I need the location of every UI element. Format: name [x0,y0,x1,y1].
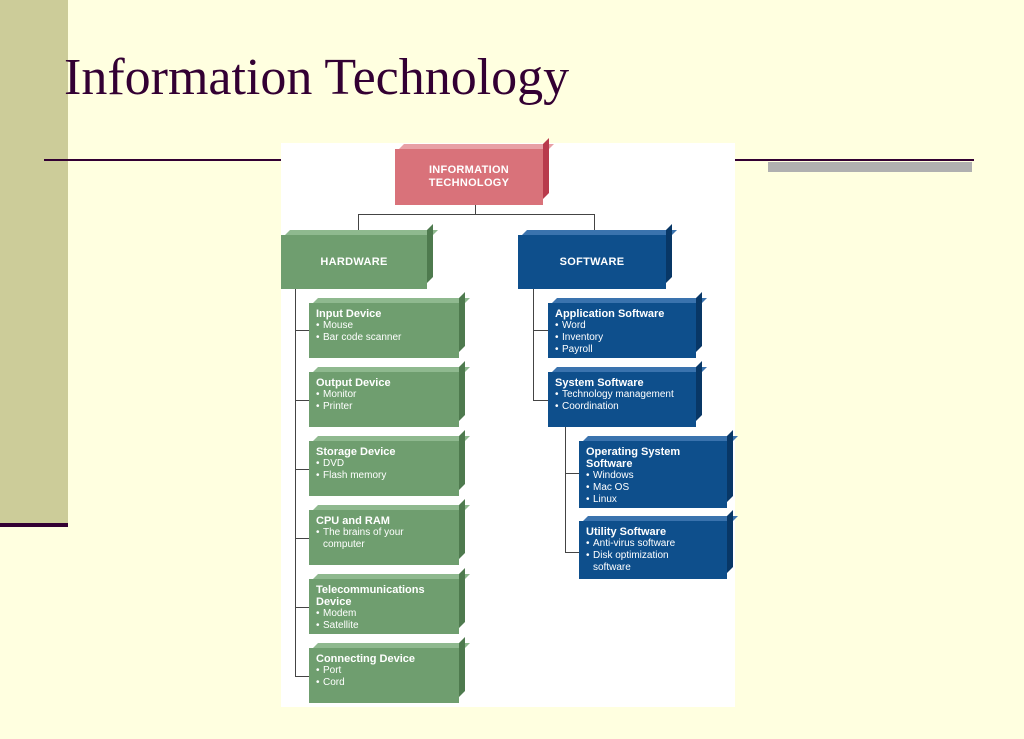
software-item-application-software: Application Software Word Inventory Payr… [548,303,696,358]
hardware-item-bullet: Modem [316,608,452,620]
software-node: SOFTWARE [518,235,666,289]
software-item-title: System Software [555,377,644,389]
hardware-item-bullet: Printer [316,401,452,413]
connector-hw-item-4 [295,538,309,539]
hardware-item-bullet: DVD [316,458,452,470]
software-item-system-software: System Software Technology management Co… [548,372,696,427]
hardware-item-bullet: Monitor [316,389,452,401]
system-child-title: Operating System Software [586,446,681,470]
software-label: SOFTWARE [559,255,625,268]
connector-system-spine [565,427,566,552]
hardware-item-bullet: Mouse [316,320,452,332]
connector-sys-child-1 [565,473,579,474]
connector-to-software [594,214,595,231]
connector-sw-item-2 [533,400,548,401]
root-label-line-1: INFORMATION [428,164,510,176]
system-child-bullet: Mac OS [586,482,720,494]
slide-title: Information Technology [64,49,570,106]
hardware-item-title: Storage Device [316,446,396,458]
title-rule-gray-bar [768,162,972,172]
hardware-item-bullet: Cord [316,677,452,689]
hardware-item-bullet: Flash memory [316,470,452,482]
connector-hw-item-2 [295,400,309,401]
system-child-bullet: Linux [586,494,720,506]
connector-hw-item-5 [295,607,309,608]
hardware-item-cpu-and-ram: CPU and RAM The brains of your computer [309,510,459,565]
connector-hardware-spine [295,289,296,676]
hardware-item-input-device: Input Device Mouse Bar code scanner [309,303,459,358]
system-child-bullet: Disk optimization software [586,550,699,574]
software-item-bullet: Coordination [555,401,689,413]
hardware-label: HARDWARE [320,255,388,268]
connector-root-down [475,205,476,214]
system-child-utility-software: Utility Software Anti-virus software Dis… [579,521,727,579]
hardware-item-title: CPU and RAM [316,515,390,527]
connector-software-spine [533,289,534,400]
hardware-node: HARDWARE [281,235,427,289]
connector-hw-item-3 [295,469,309,470]
title-rule-left [44,159,284,161]
software-item-bullet: Technology management [555,389,689,401]
software-item-bullet: Payroll [555,344,689,356]
hardware-item-connecting-device: Connecting Device Port Cord [309,648,459,703]
title-rule-right [734,159,974,161]
software-item-title: Application Software [555,308,665,320]
hardware-item-bullet: Port [316,665,452,677]
system-child-title: Utility Software [586,526,667,538]
hardware-item-telecommunications-device: Telecommunications Device Modem Satellit… [309,579,459,634]
root-node-information-technology: INFORMATION TECHNOLOGY [395,149,543,205]
software-item-bullet: Inventory [555,332,689,344]
hardware-item-title: Connecting Device [316,653,416,665]
hardware-item-output-device: Output Device Monitor Printer [309,372,459,427]
connector-hw-item-6 [295,676,309,677]
it-hierarchy-diagram: INFORMATION TECHNOLOGY HARDWARE SOFTWARE… [281,143,735,707]
system-child-bullet: Anti-virus software [586,538,720,550]
root-label-line-2: TECHNOLOGY [428,177,510,189]
hardware-item-title: Telecommunications Device [316,584,425,608]
hardware-item-bullet: Bar code scanner [316,332,452,344]
hardware-item-storage-device: Storage Device DVD Flash memory [309,441,459,496]
hardware-item-bullet: Satellite [316,620,452,632]
system-child-operating-system-software: Operating System Software Windows Mac OS… [579,441,727,508]
connector-to-hardware [358,214,359,231]
system-child-bullet: Windows [586,470,720,482]
hardware-item-bullet: The brains of your computer [316,527,431,551]
hardware-item-title: Input Device [316,308,382,320]
left-accent-bar [0,0,68,526]
connector-hw-item-1 [295,330,309,331]
software-item-bullet: Word [555,320,689,332]
hardware-item-title: Output Device [316,377,391,389]
connector-branch-horizontal [358,214,595,215]
connector-sys-child-2 [565,552,579,553]
left-accent-rule [0,523,68,527]
connector-sw-item-1 [533,330,548,331]
